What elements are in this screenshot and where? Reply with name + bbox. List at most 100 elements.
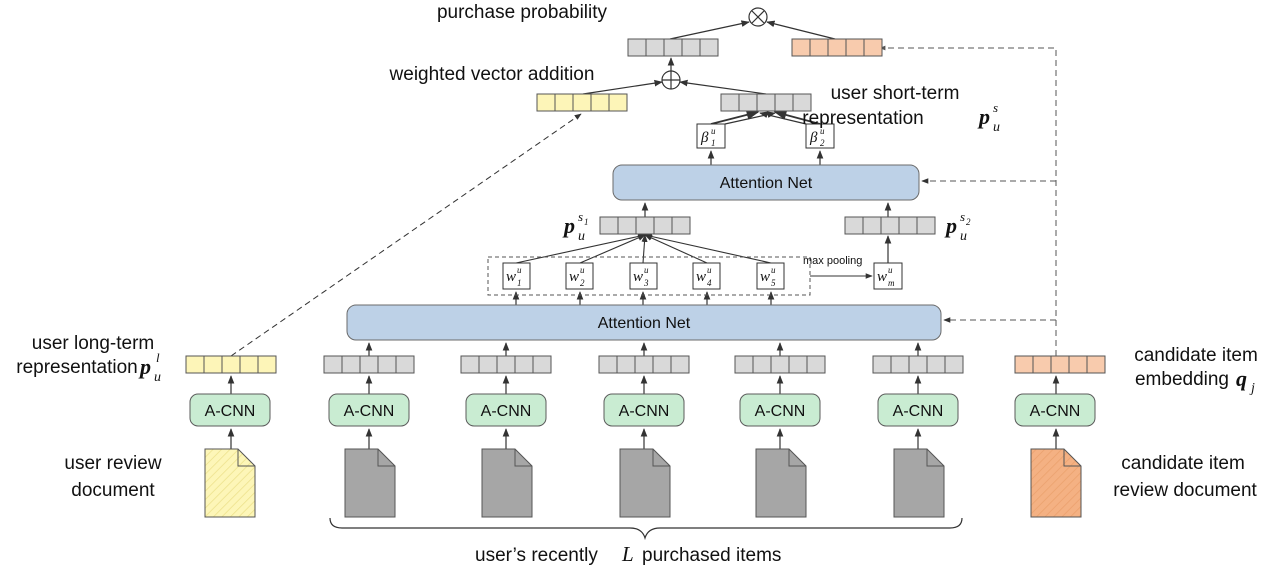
candidate-vector-top-cell — [845, 38, 865, 57]
p-s1-vector-cell — [671, 216, 691, 235]
p-s2-vector-cell — [862, 216, 882, 235]
svg-text:u: u — [644, 265, 649, 275]
short-term-vector-cell — [738, 93, 758, 112]
user-review-document — [204, 448, 256, 518]
acnn-item-1: A-CNN — [328, 393, 410, 427]
p-s1-vector-cell — [653, 216, 673, 235]
svg-text:purchased items: purchased items — [642, 545, 781, 566]
short-term-vector-cell — [774, 93, 794, 112]
svg-text:u: u — [154, 370, 161, 385]
weight-w5: w u 5 — [756, 262, 785, 290]
short-term-vector — [720, 93, 812, 112]
svg-text:u: u — [517, 265, 522, 275]
acnn-item-2-label: A-CNN — [481, 403, 532, 420]
item-3-document — [619, 448, 671, 518]
long-term-symbol: p u l — [138, 350, 161, 385]
item-1-vector-cell — [395, 355, 415, 374]
acnn-item-4-label: A-CNN — [755, 403, 806, 420]
item-4-document-page — [755, 448, 807, 518]
long-term-label-line1: user long-term — [32, 333, 155, 354]
acnn-item-1-label: A-CNN — [344, 403, 395, 420]
dashed-long-term — [230, 113, 582, 357]
user-review-label-line2: document — [71, 480, 155, 501]
item-2-vector-cell — [478, 355, 498, 374]
long-term-vector-top-cell — [536, 93, 556, 112]
combined-vector-cell — [699, 38, 719, 57]
item-5-vector-cell — [944, 355, 964, 374]
item-1-vector-cell — [341, 355, 361, 374]
p-s1-vector-cell — [617, 216, 637, 235]
long-term-label-line2: representation — [16, 357, 137, 378]
item-4-document-fold — [788, 449, 806, 467]
svg-text:4: 4 — [707, 278, 712, 288]
svg-text:q: q — [1236, 366, 1247, 391]
svg-text:u: u — [888, 265, 893, 275]
svg-text:user’s recently: user’s recently — [475, 545, 598, 566]
candidate-item-vector-cell — [1032, 355, 1052, 374]
edge-beta2-st-a — [773, 110, 821, 125]
svg-text:u: u — [820, 126, 825, 136]
weight-wm: w u m — [873, 262, 903, 290]
user-long-term-vector-cell — [239, 355, 259, 374]
p-s2-vector-cell — [844, 216, 864, 235]
item-3-vector-cell — [652, 355, 672, 374]
item-4-vector-cell — [770, 355, 790, 374]
short-term-symbol: p u s — [977, 100, 1000, 135]
candidate-item-vector — [1014, 355, 1106, 374]
svg-text:p: p — [562, 213, 575, 238]
item-4-vector-cell — [788, 355, 808, 374]
acnn-item-4: A-CNN — [739, 393, 821, 427]
p-s1-symbol: p u s 1 — [562, 209, 589, 244]
item-5-vector-cell — [872, 355, 892, 374]
acnn-item-3-label: A-CNN — [619, 403, 670, 420]
item-2-vector-cell — [496, 355, 516, 374]
long-term-vector-top-cell — [554, 93, 574, 112]
combined-vector-cell — [681, 38, 701, 57]
svg-text:u: u — [771, 265, 776, 275]
combined-vector-cell — [627, 38, 647, 57]
svg-text:5: 5 — [771, 278, 776, 288]
item-4-vector-cell — [734, 355, 754, 374]
item-3-vector-cell — [598, 355, 618, 374]
candidate-item-vector-cell — [1086, 355, 1106, 374]
svg-text:u: u — [707, 265, 712, 275]
acnn-item-4-box — [739, 393, 821, 427]
svg-text:p: p — [977, 104, 990, 129]
svg-text:1: 1 — [584, 217, 589, 227]
item-3-vector-cell — [670, 355, 690, 374]
item-5-vector-cell — [890, 355, 910, 374]
item-1-vector-cell — [323, 355, 343, 374]
acnn-user-label: A-CNN — [205, 403, 256, 420]
svg-text:s: s — [993, 100, 998, 115]
multiply-operator — [748, 7, 768, 27]
p-s1-vector — [599, 216, 691, 235]
svg-text:s: s — [578, 209, 583, 224]
svg-text:3: 3 — [643, 278, 649, 288]
candidate-vector-top-cell — [791, 38, 811, 57]
user-long-term-vector — [185, 355, 277, 374]
vectors-layer — [185, 38, 1106, 374]
svg-text:β: β — [700, 130, 709, 146]
item-1-vector-cell — [377, 355, 397, 374]
candidate-vector-top-cell — [863, 38, 883, 57]
long-term-vector-top-cell — [572, 93, 592, 112]
item-1-vector — [323, 355, 415, 374]
edge-lt-add — [582, 79, 663, 95]
long-term-vector-top-cell — [608, 93, 628, 112]
candidate-embedding-symbol: q j — [1236, 366, 1255, 396]
svg-text:w: w — [633, 269, 643, 285]
p-s2-vector — [844, 216, 936, 235]
edge-w1-ps1 — [515, 233, 646, 264]
candidate-vector-top-cell — [809, 38, 829, 57]
item-5-vector — [872, 355, 964, 374]
short-term-vector-cell — [792, 93, 812, 112]
attention-net-top-label: Attention Net — [720, 175, 813, 192]
item-2-vector-cell — [460, 355, 480, 374]
user-long-term-vector-cell — [185, 355, 205, 374]
acnn-candidate-box — [1014, 393, 1096, 427]
beta-2: β u 2 — [805, 123, 835, 149]
user-review-document-fold — [237, 449, 255, 467]
edge-beta2-st-b — [759, 111, 807, 125]
svg-text:u: u — [711, 126, 716, 136]
